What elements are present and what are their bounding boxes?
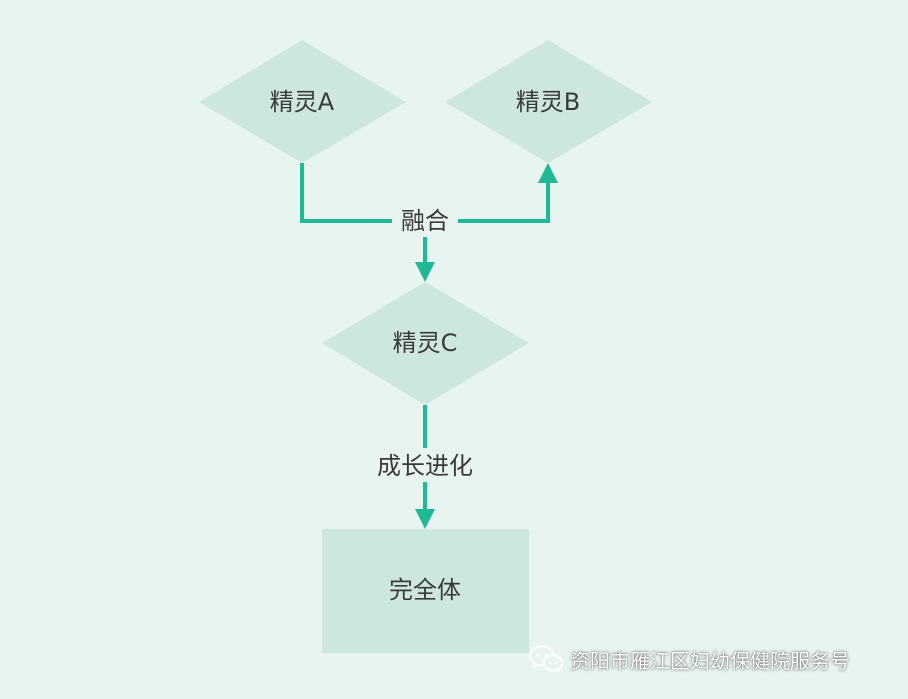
watermark-text: 资阳市雁江区妇幼保健院服务号 (570, 648, 850, 673)
arrow-to-complete (415, 509, 435, 529)
growth-label-bg (364, 448, 486, 482)
edge-fusion: 融合 (300, 163, 558, 282)
rect-shape (322, 529, 529, 653)
fusion-label-bg (392, 203, 458, 237)
node-label-complete: 完全体 (389, 576, 461, 604)
watermark: 资阳市雁江区妇幼保健院服务号 (528, 644, 850, 674)
node-label-sprite-c: 精灵C (393, 329, 458, 357)
node-sprite-c: 精灵C (322, 282, 529, 405)
node-sprite-b: 精灵B (445, 40, 652, 163)
arrow-to-sprite-b (538, 163, 558, 183)
diamond-shape (199, 40, 406, 163)
edge-growth: 成长进化 (364, 405, 486, 529)
edge-label-growth: 成长进化 (377, 452, 473, 480)
node-label-sprite-a: 精灵A (270, 88, 335, 116)
node-label-sprite-b: 精灵B (516, 88, 580, 116)
wechat-icon (529, 645, 564, 673)
arrow-to-sprite-c (415, 262, 435, 282)
node-complete: 完全体 (322, 529, 529, 653)
edge-label-fusion: 融合 (401, 207, 449, 235)
node-sprite-a: 精灵A (199, 40, 406, 163)
diamond-shape (322, 282, 529, 405)
diamond-shape (445, 40, 652, 163)
